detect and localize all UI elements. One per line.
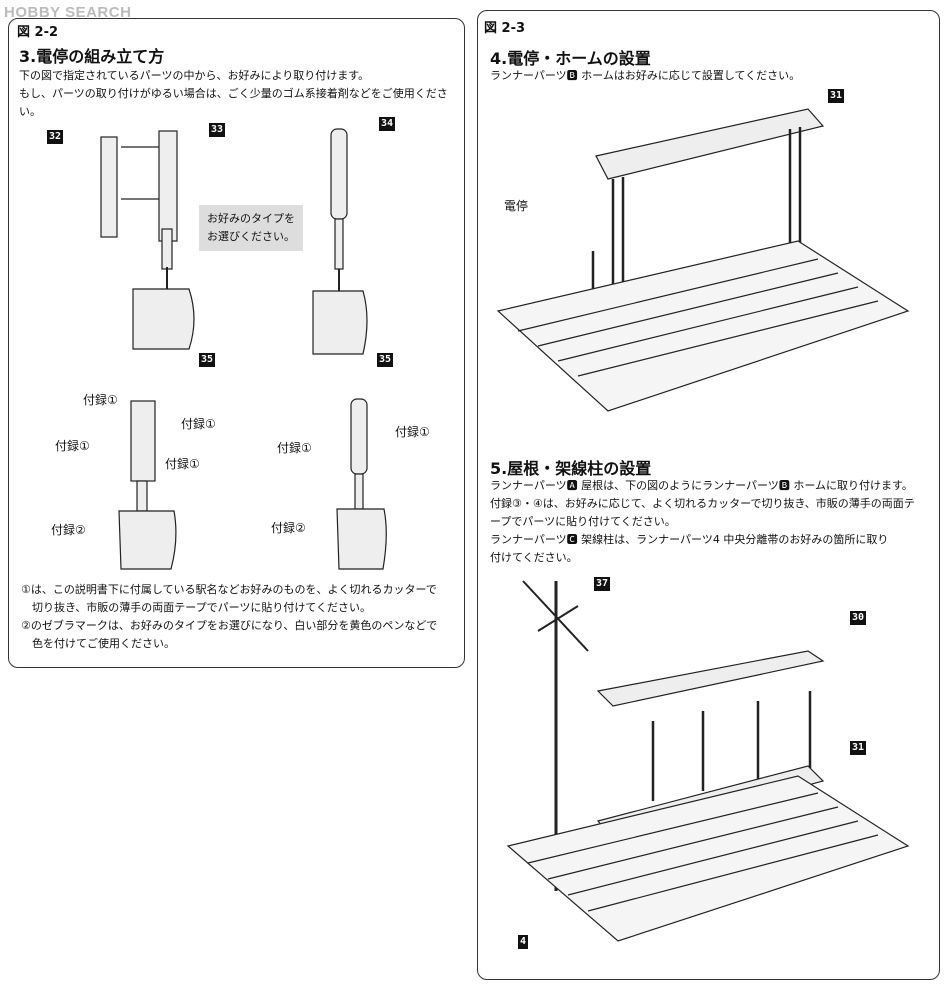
section-4-body: ランナーパーツ🅱 ホームはお好みに応じて設置してください。: [490, 69, 801, 82]
platform-part-31: [595, 108, 825, 180]
figure-label: 図 2-3: [484, 21, 526, 36]
part-32-panel: [100, 136, 118, 238]
assembly-illustration: [100, 128, 387, 570]
appendix-1-label: 付録①: [55, 439, 90, 453]
section-body: 下の図で指定されているパーツの中から、お好みにより取り付けます。 もし、パーツの…: [19, 67, 464, 121]
appendix-1-label: 付録①: [277, 441, 312, 455]
footnote-line: 色を付けてご使用ください。: [21, 637, 175, 650]
body-line: 付録③・④は、お好みに応じて、よく切れるカッターで切り抜き、市販の薄手の両面テ: [490, 497, 915, 510]
footnote-line: 切り抜き、市販の薄手の両面テープでパーツに貼り付けてください。: [21, 601, 372, 614]
body-line: ランナーパーツ🅰 屋根は、下の図のようにランナーパーツ🅱 ホームに取り付けます。: [490, 479, 913, 492]
callout-37: 37: [594, 577, 611, 591]
callout-30: 30: [850, 611, 867, 625]
part-33-pole-sign: [158, 130, 178, 242]
callout-32: 32: [47, 130, 64, 144]
figure-2-2-panel: 図 2-2 3.電停の組み立て方 下の図で指定されているパーツの中から、お好みに…: [8, 18, 465, 668]
footnote-line: ②のゼブラマークは、お好みのタイプをお選びになり、白い部分を黄色のペンなどで: [21, 619, 438, 632]
body-line: ランナーパーツ🅲 架線柱は、ランナーパーツ4 中央分離帯のお好みの箇所に取り: [490, 533, 889, 546]
tram-stop-label: 電停: [504, 199, 529, 213]
callout-31: 31: [850, 741, 867, 755]
note-line: お選びください。: [207, 230, 295, 243]
track-base-section-5: [506, 775, 910, 942]
installation-illustration: [496, 108, 910, 942]
roof-part-30: [596, 650, 825, 707]
note-line: お好みのタイプを: [207, 212, 295, 225]
callout-35: 35: [199, 353, 216, 367]
watermark: HOBBY SEARCH: [4, 4, 132, 21]
callout-33: 33: [209, 123, 226, 137]
part-35-base: [132, 288, 195, 350]
callout-35: 35: [377, 353, 394, 367]
figure-label: 図 2-2: [17, 25, 59, 40]
choose-type-note: お好みのタイプを お選びください。: [199, 205, 303, 251]
section-title: 3.電停の組み立て方: [19, 47, 165, 66]
track-base-section-4: [496, 240, 910, 412]
part-34-pole-sign: [330, 128, 348, 220]
appendix-1-label: 付録①: [165, 457, 200, 471]
appendix-1-label: 付録①: [181, 417, 216, 431]
assembled-stop-b: [350, 398, 368, 475]
assembled-stop-a: [130, 400, 156, 482]
callout-4: 4: [518, 935, 529, 949]
body-line: 下の図で指定されているパーツの中から、お好みにより取り付けます。: [19, 69, 370, 82]
body-line: もし、パーツの取り付けがゆるい場合は、ごく少量のゴム系接着剤などをご使用ください…: [19, 87, 448, 118]
section-5-body: ランナーパーツ🅰 屋根は、下の図のようにランナーパーツ🅱 ホームに取り付けます。…: [490, 477, 915, 567]
footnotes: ①は、この説明書下に付属している駅名などお好みのものを、よく切れるカッターで 切…: [21, 581, 437, 653]
body-line: 付けてください。: [490, 551, 578, 564]
body-line: ープでパーツに貼り付けてください。: [490, 515, 676, 528]
callout-34: 34: [379, 117, 396, 131]
footnote-line: ①は、この説明書下に付属している駅名などお好みのものを、よく切れるカッターで: [21, 583, 437, 596]
callout-31: 31: [828, 89, 845, 103]
section-4-title: 4.電停・ホームの設置: [490, 49, 651, 68]
section-5-title: 5.屋根・架線柱の設置: [490, 459, 652, 478]
part-35-base-b: [312, 290, 368, 355]
appendix-1-label: 付録①: [395, 425, 430, 439]
figure-2-3-panel: 図 2-3 4.電停・ホームの設置 ランナーパーツ🅱 ホームはお好みに応じて設置…: [477, 10, 940, 980]
appendix-1-label: 付録①: [83, 393, 118, 407]
appendix-2-label: 付録②: [51, 523, 86, 537]
appendix-2-label: 付録②: [271, 521, 306, 535]
